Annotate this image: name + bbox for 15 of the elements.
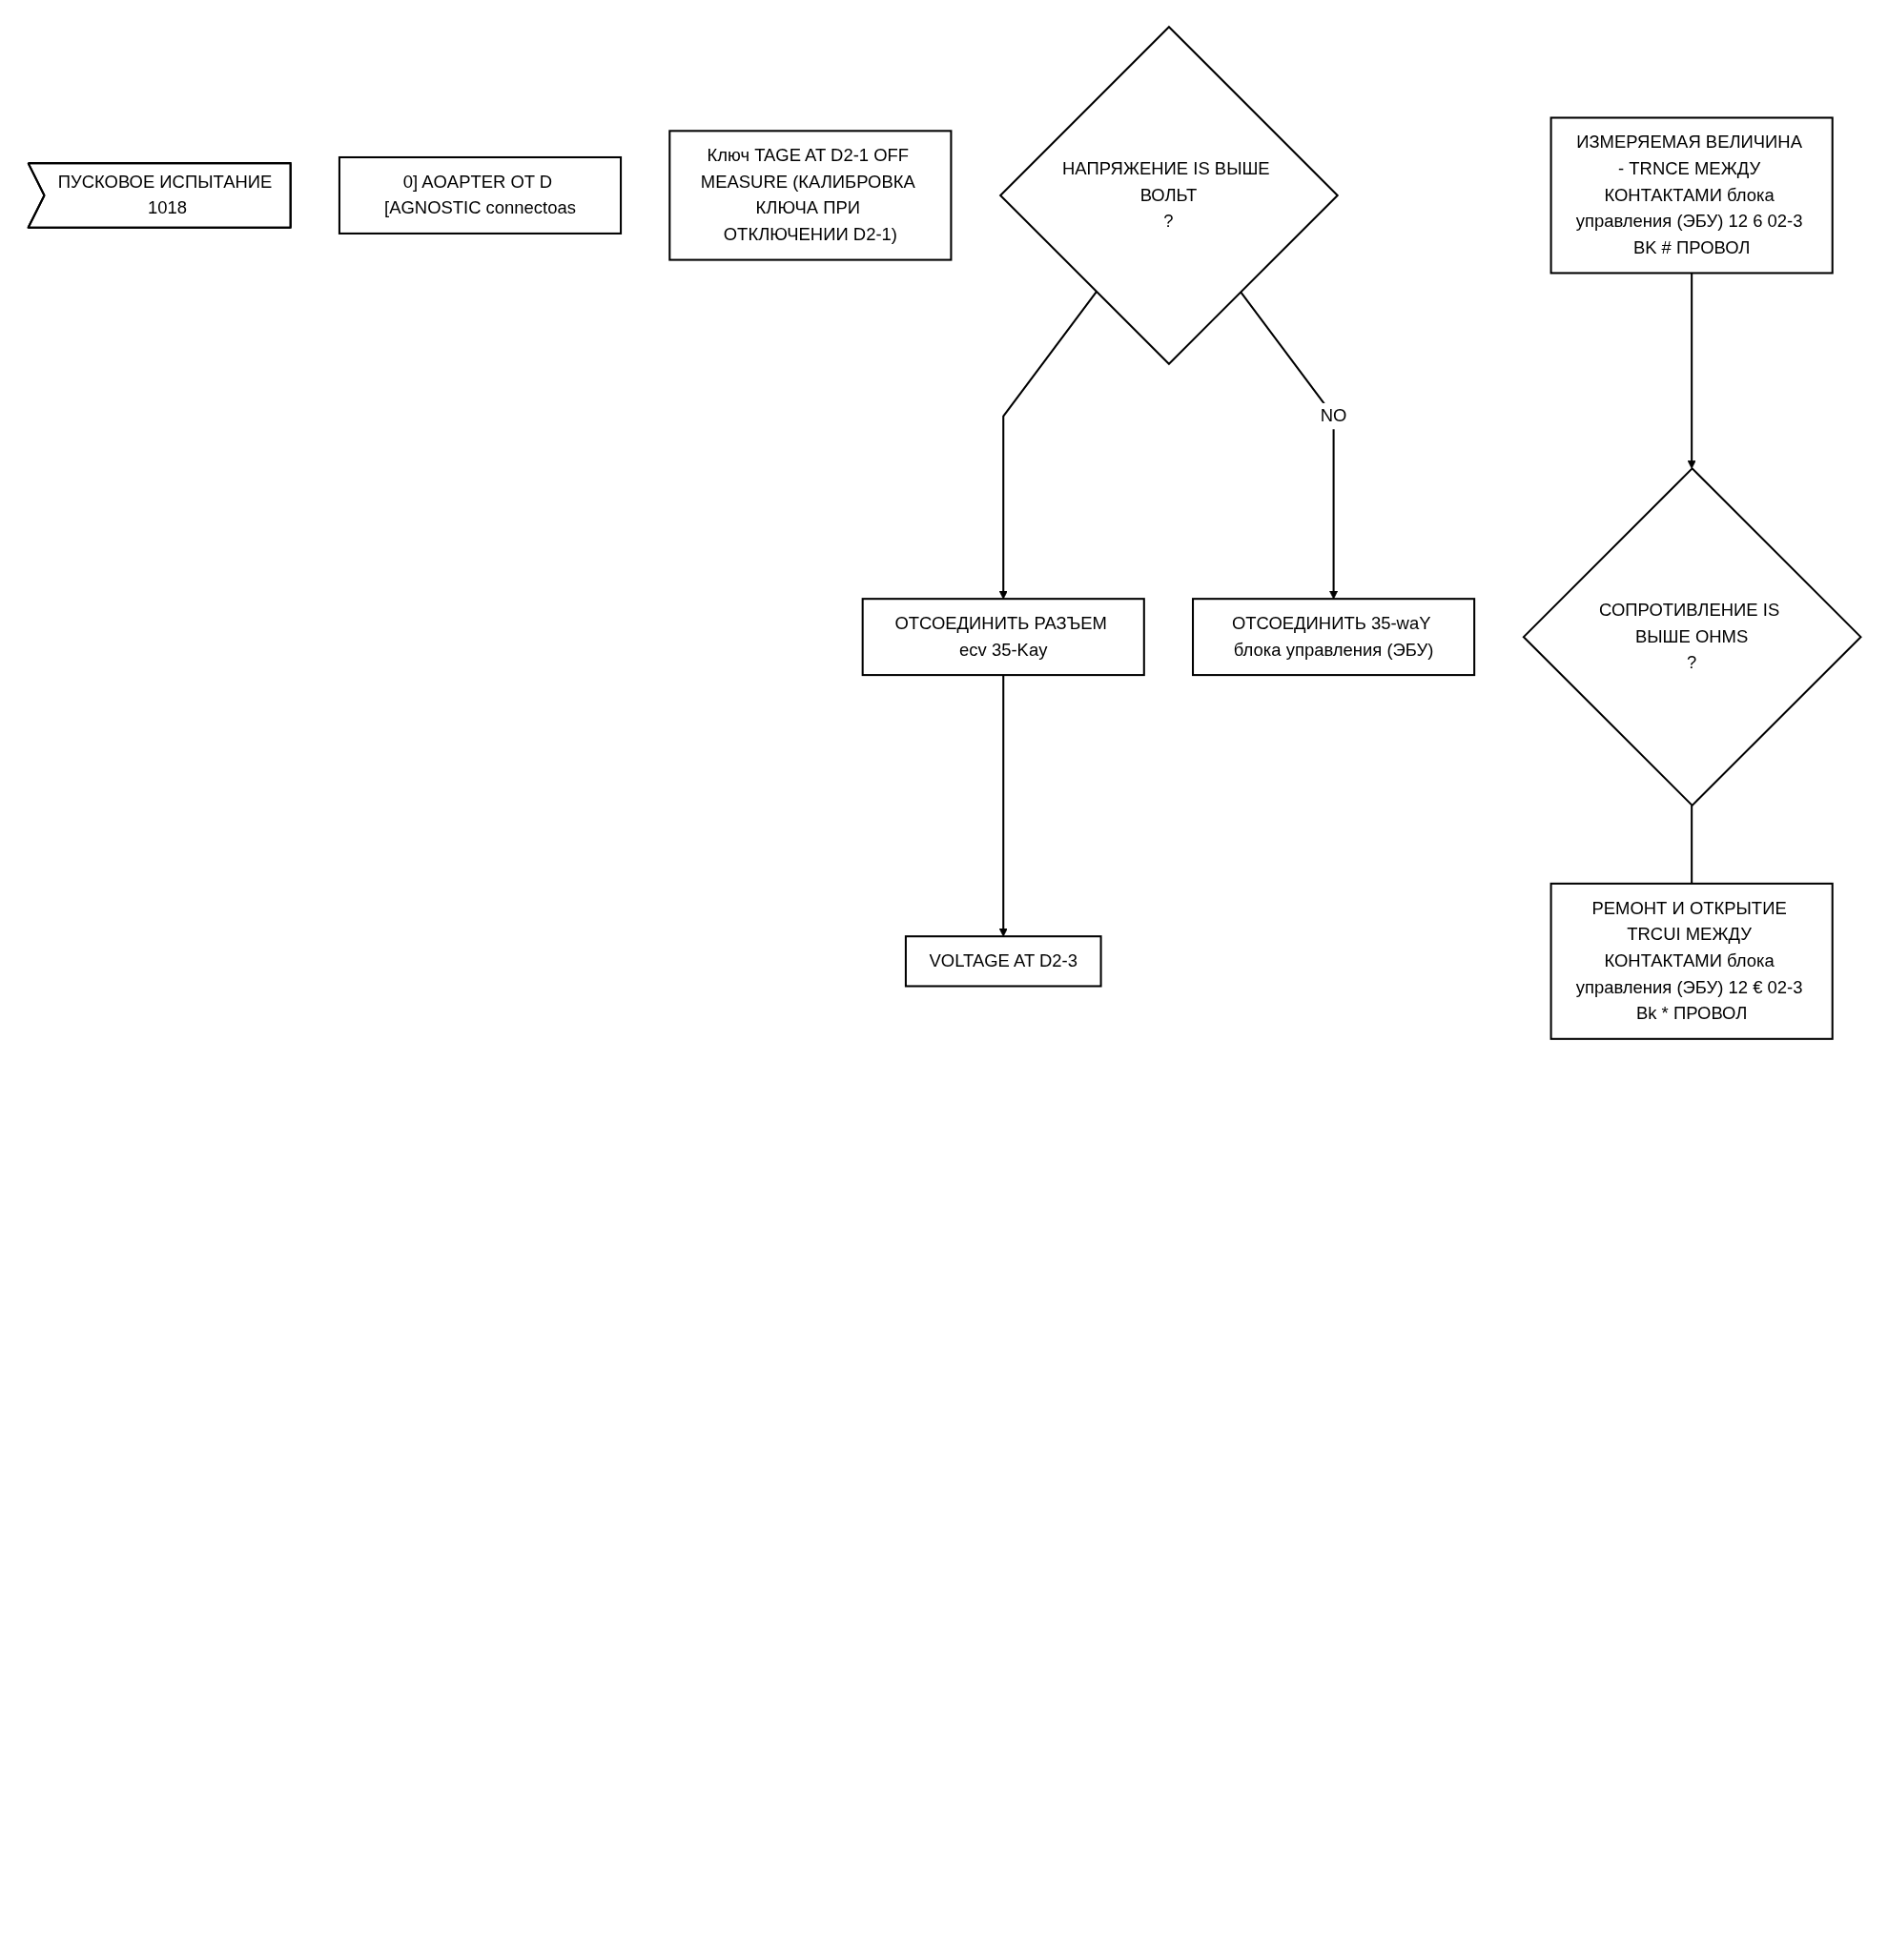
arrow [1239,291,1338,600]
arrow [1687,273,1696,469]
node-box: VOLTAGE AT D2-3 [904,935,1102,988]
node-box: РЕМОНТ И ОТКРЫТИЕ TRCUI МЕЖДУ КОНТАКТАМИ блока управления (ЭБУ) 12 € 02-3 Bk * ПРОВОЛ [1549,882,1834,1040]
node-box: ИЗМЕРЯЕМАЯ ВЕЛИЧИНА - TRNCE МЕЖДУ КОНТАКТАМИ блока управления (ЭБУ) 12 6 02-3 BK # ПРОВОЛ [1549,116,1834,275]
arrow [998,291,1098,600]
node-box: 0] AOAPTER OT D [AGNOSTIC connectoas [338,155,622,235]
node-diamond: СОПРОТИВЛЕНИЕ IS ВЫШЕ OHMS ? [1521,466,1862,807]
connector [1690,805,1693,884]
node-diamond: НАПРЯЖЕНИЕ IS ВЫШЕ ВОЛЬТ ? [998,25,1339,366]
arrow [998,675,1008,937]
edge-label: NO [1320,405,1346,426]
node-box: ОТСОЕДИНИТЬ РАЗЪЕМ ecv 35-Kay [861,598,1145,677]
node-box: ОТСОЕДИНИТЬ 35-waY блока управления (ЭБУ) [1191,598,1475,677]
node-box: Ключ TAGE AT D2-1 OFF MEASURE (КАЛИБРОВКА КЛЮЧА ПРИ ОТКЛЮЧЕНИИ D2-1) [667,130,952,261]
